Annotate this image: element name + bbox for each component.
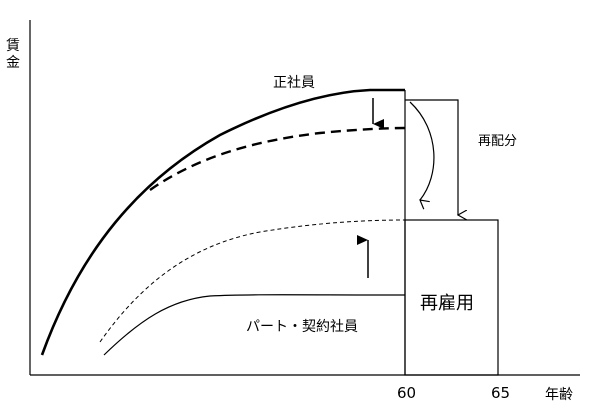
y-axis-label: 賃金: [6, 38, 20, 72]
part-time-label: パート・契約社員: [246, 319, 358, 335]
redistribution-arrow: [405, 99, 458, 215]
tick-65: 65: [491, 384, 511, 402]
regular-employee-adjusted-curve: [149, 126, 406, 191]
redistribution-label: 再配分: [478, 134, 518, 149]
regular-employee-label: 正社員: [273, 75, 315, 91]
regular-employee-curve: [40, 88, 405, 356]
y-label-char: 賃: [6, 38, 20, 54]
part-time-curve: [103, 294, 406, 356]
curved-arrow: [409, 101, 435, 200]
part-time-adjusted-curve: [99, 219, 406, 343]
tick-60: 60: [397, 384, 417, 402]
y-label-char: 金: [6, 55, 20, 71]
reemployment-box: [404, 219, 499, 376]
reemployment-label: 再雇用: [420, 293, 474, 314]
x-axis-label: 年齢: [545, 387, 573, 403]
